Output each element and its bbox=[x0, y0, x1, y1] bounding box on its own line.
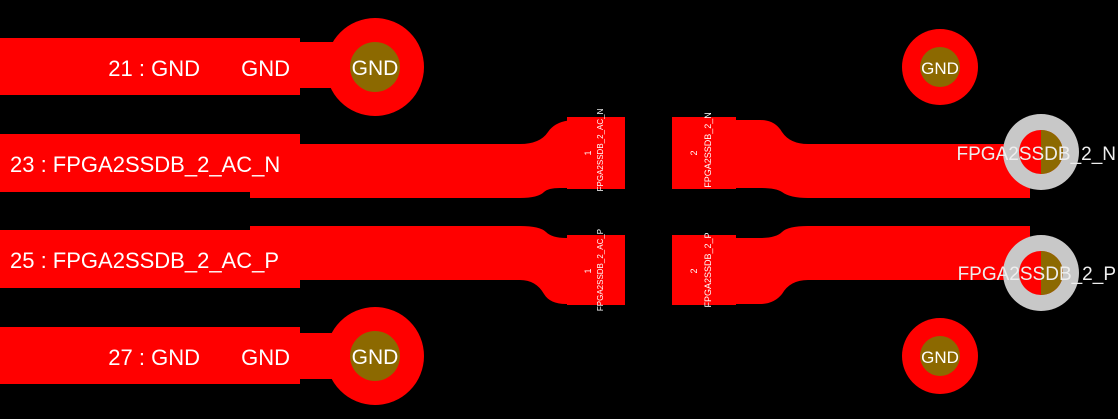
via-gnd-top-right[interactable]: GND bbox=[902, 29, 978, 105]
via-gnd-top-right-drill bbox=[920, 47, 960, 87]
via-n-label: FPGA2SSDB_2_N bbox=[957, 144, 1116, 165]
via-n-drill bbox=[1041, 130, 1063, 174]
pad-23-label: 23 : FPGA2SSDB_2_AC_N bbox=[10, 152, 280, 177]
via-gnd-top-left-label: GND bbox=[352, 57, 399, 80]
cap-bottom-pad-1-net: FPGA2SSDB_2_AC_P bbox=[596, 229, 605, 311]
cap-bottom-pad-2-number: 2 bbox=[689, 268, 699, 273]
via-gnd-bottom-left-label: GND bbox=[352, 346, 399, 369]
pad-21-gnd[interactable]: 21 : GND GND bbox=[0, 38, 342, 95]
cap-bottom-pad-1-number: 1 bbox=[583, 268, 593, 273]
cap-top-labels: 1 FPGA2SSDB_2_AC_N 2 FPGA2SSDB_2_N bbox=[583, 108, 713, 191]
via-gnd-bottom-left[interactable]: GND bbox=[326, 307, 424, 405]
via-gnd-bottom-right[interactable]: GND bbox=[902, 318, 978, 394]
pad-27-copper bbox=[0, 327, 300, 384]
via-gnd-bottom-right-drill bbox=[920, 336, 960, 376]
via-gnd-top-right-label: GND bbox=[921, 59, 959, 78]
via-gnd-bottom-left-drill bbox=[350, 331, 400, 381]
pad-25-label: 25 : FPGA2SSDB_2_AC_P bbox=[10, 248, 279, 273]
net-fpga2ssdb-2-ac-n[interactable]: 23 : FPGA2SSDB_2_AC_N bbox=[0, 117, 1030, 198]
cap-top-pad-1-number: 1 bbox=[583, 150, 593, 155]
cap-bottom-pad-2[interactable] bbox=[672, 235, 736, 305]
pad-27-label: 27 : GND bbox=[108, 345, 200, 370]
pad-27-gnd[interactable]: 27 : GND GND bbox=[0, 327, 342, 384]
pad-21-copper bbox=[0, 38, 300, 95]
cap-bottom-labels: 1 FPGA2SSDB_2_AC_P 2 FPGA2SSDB_2_P bbox=[583, 229, 713, 311]
via-fpga2ssdb-2-p[interactable]: FPGA2SSDB_2_P bbox=[958, 235, 1116, 311]
via-gnd-bottom-right-label: GND bbox=[921, 348, 959, 367]
via-fpga2ssdb-2-n[interactable]: FPGA2SSDB_2_N bbox=[957, 114, 1116, 190]
pad-27-net-label: GND bbox=[241, 345, 290, 370]
cap-top-pad-2[interactable] bbox=[672, 117, 736, 189]
trace-n-ac bbox=[250, 120, 578, 198]
cap-top-pad-1[interactable] bbox=[567, 117, 625, 189]
cap-bottom-pad-1[interactable] bbox=[567, 235, 625, 305]
via-p-drill bbox=[1041, 251, 1063, 295]
pad-21-label: 21 : GND bbox=[108, 56, 200, 81]
trace-p-ac bbox=[250, 226, 578, 304]
cap-top-pad-1-net: FPGA2SSDB_2_AC_N bbox=[596, 108, 605, 191]
via-gnd-top-left[interactable]: GND bbox=[326, 18, 424, 116]
pad-21-net-label: GND bbox=[241, 56, 290, 81]
trace-n bbox=[730, 120, 1030, 198]
cap-bottom-pad-2-net: FPGA2SSDB_2_P bbox=[703, 232, 713, 307]
via-gnd-top-left-drill bbox=[350, 42, 400, 92]
cap-top-pad-2-net: FPGA2SSDB_2_N bbox=[703, 112, 713, 188]
via-p-label: FPGA2SSDB_2_P bbox=[958, 264, 1116, 285]
cap-top-pad-2-number: 2 bbox=[689, 150, 699, 155]
net-fpga2ssdb-2-ac-p[interactable]: 25 : FPGA2SSDB_2_AC_P bbox=[0, 226, 1030, 305]
trace-p bbox=[730, 226, 1030, 304]
